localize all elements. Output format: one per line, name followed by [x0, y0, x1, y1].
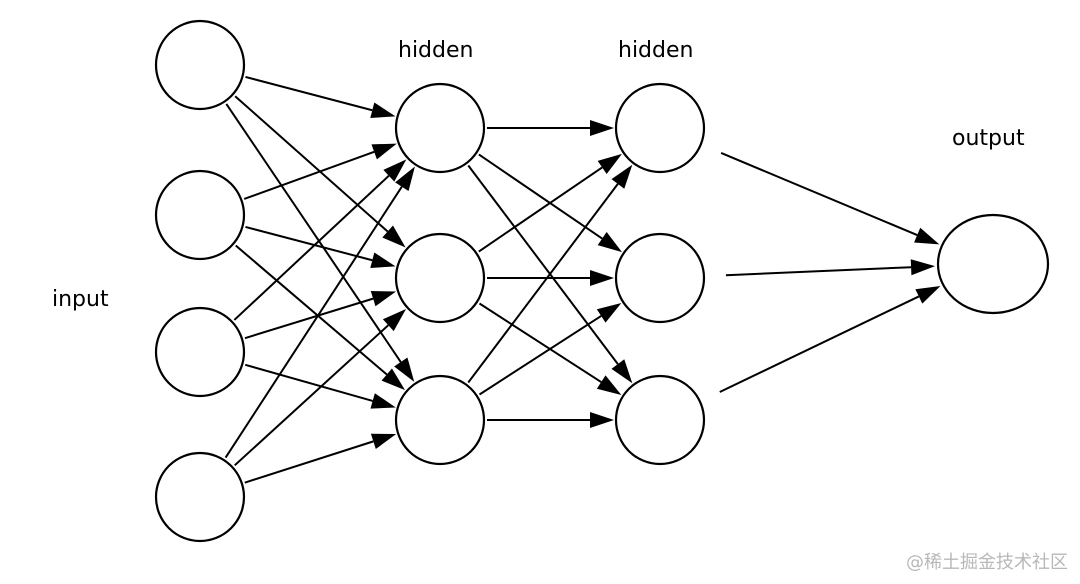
- edge-input-4-to-hidden1-3-line: [244, 440, 374, 484]
- edge-input-3-to-hidden1-3-line: [244, 363, 373, 402]
- edge-hidden1-2-to-hidden2-3-arrowhead: [596, 375, 622, 396]
- edge-input-2-to-hidden1-1-line: [243, 150, 375, 200]
- neurons: [154, 19, 1050, 543]
- edge-input-1-to-hidden1-2-line: [234, 95, 389, 233]
- edge-input-3-to-hidden1-1-arrowhead: [383, 159, 407, 182]
- edge-hidden1-2-to-hidden2-1-line: [478, 166, 603, 253]
- neuron-hidden1-1: [394, 82, 486, 174]
- edge-input-4-to-hidden1-1-arrowhead: [395, 166, 415, 192]
- edge-hidden1-3-to-hidden2-1-line: [467, 183, 619, 384]
- edge-input-2-to-hidden1-1-arrowhead: [371, 143, 397, 160]
- edge-input-3-to-hidden1-3-arrowhead: [370, 393, 396, 409]
- edge-input-4-to-hidden1-2-line: [234, 324, 389, 467]
- layer-label-input: input: [52, 287, 109, 312]
- neuron-output-1: [936, 213, 1050, 315]
- edge-hidden1-2-to-hidden2-2-arrowhead: [590, 270, 614, 286]
- edge-hidden1-3-to-hidden2-1-arrowhead: [611, 164, 633, 189]
- watermark: @稀土掘金技术社区: [906, 552, 1068, 573]
- edge-hidden1-1-to-hidden2-1-arrowhead: [590, 120, 614, 136]
- edge-hidden1-2-to-hidden2-3-line: [478, 302, 602, 383]
- connections: [224, 75, 941, 484]
- layer-label-hidden-2: hidden: [618, 38, 693, 63]
- edge-input-2-to-hidden1-2-line: [245, 225, 373, 262]
- edge-input-1-to-hidden1-3-arrowhead: [394, 357, 415, 382]
- edge-input-3-to-hidden1-1-line: [233, 175, 390, 321]
- layer-label-output: output: [952, 126, 1025, 151]
- edge-input-1-to-hidden1-2-arrowhead: [382, 225, 406, 248]
- edge-hidden1-1-to-hidden2-3-line: [467, 164, 619, 365]
- edge-input-4-to-hidden1-1-line: [224, 186, 403, 459]
- edge-hidden1-3-to-hidden2-2-arrowhead: [596, 302, 622, 323]
- edge-input-3-to-hidden1-2-arrowhead: [370, 290, 397, 307]
- neuron-input-3: [154, 306, 246, 398]
- edge-input-1-to-hidden1-3-line: [225, 103, 402, 363]
- edge-hidden2-2-to-output-1-line: [725, 266, 912, 277]
- edge-hidden1-2-to-hidden2-1-arrowhead: [597, 153, 622, 175]
- edge-input-2-to-hidden1-2-arrowhead: [370, 252, 396, 268]
- neuron-hidden2-3: [614, 374, 706, 466]
- neuron-hidden1-3: [394, 374, 486, 466]
- neuron-input-1: [154, 19, 246, 111]
- layer-label-hidden-1: hidden: [398, 38, 473, 63]
- edge-hidden2-3-to-output-1-arrowhead: [915, 286, 941, 304]
- edge-hidden2-1-to-output-1-arrowhead: [914, 227, 940, 245]
- edge-input-4-to-hidden1-3-arrowhead: [370, 433, 397, 450]
- edge-hidden1-3-to-hidden2-2-line: [478, 315, 602, 396]
- edge-hidden2-2-to-output-1-arrowhead: [910, 259, 936, 276]
- edge-input-1-to-hidden1-1-arrowhead: [370, 102, 396, 118]
- edge-hidden1-1-to-hidden2-2-line: [478, 153, 603, 240]
- edge-hidden1-1-to-hidden2-2-arrowhead: [597, 231, 622, 253]
- neuron-hidden2-1: [614, 82, 706, 174]
- neuron-hidden2-2: [614, 232, 706, 324]
- edge-hidden1-1-to-hidden2-3-arrowhead: [611, 359, 633, 384]
- edge-input-2-to-hidden1-3-line: [235, 244, 388, 376]
- neuron-input-2: [154, 169, 246, 261]
- edge-input-4-to-hidden1-2-arrowhead: [382, 309, 407, 332]
- edge-input-3-to-hidden1-2-line: [244, 297, 374, 340]
- edge-input-2-to-hidden1-3-arrowhead: [381, 368, 406, 391]
- neuron-input-4: [154, 451, 246, 543]
- edge-input-1-to-hidden1-1-line: [245, 75, 373, 112]
- edge-hidden2-1-to-output-1-line: [720, 152, 918, 236]
- neuron-hidden1-2: [394, 232, 486, 324]
- edge-hidden1-3-to-hidden2-3-arrowhead: [590, 412, 614, 428]
- edge-hidden2-3-to-output-1-line: [719, 295, 920, 393]
